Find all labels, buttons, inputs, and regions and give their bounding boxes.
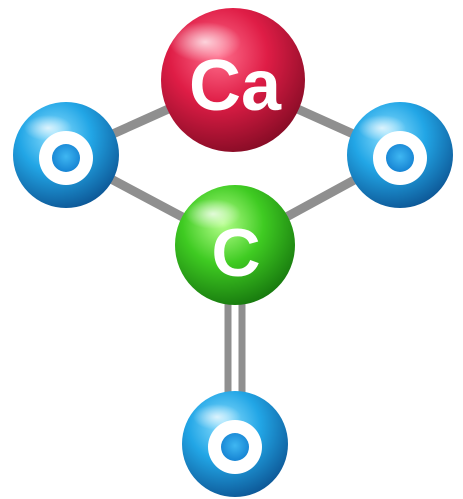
atom-c-label: C bbox=[211, 215, 260, 291]
atom-o-right: O bbox=[347, 102, 453, 208]
atom-o-bottom-core bbox=[221, 433, 249, 461]
atom-ca: Ca bbox=[161, 8, 305, 152]
atom-c: C bbox=[175, 185, 295, 305]
atom-ca-gloss bbox=[169, 22, 241, 62]
atom-o-right-core bbox=[386, 144, 414, 172]
atom-ca-label: Ca bbox=[189, 46, 282, 126]
atom-o-bottom: O bbox=[182, 391, 288, 497]
atom-c-gloss bbox=[185, 199, 241, 229]
atom-o-left-core bbox=[52, 144, 80, 172]
atom-o-left: O bbox=[13, 102, 119, 208]
